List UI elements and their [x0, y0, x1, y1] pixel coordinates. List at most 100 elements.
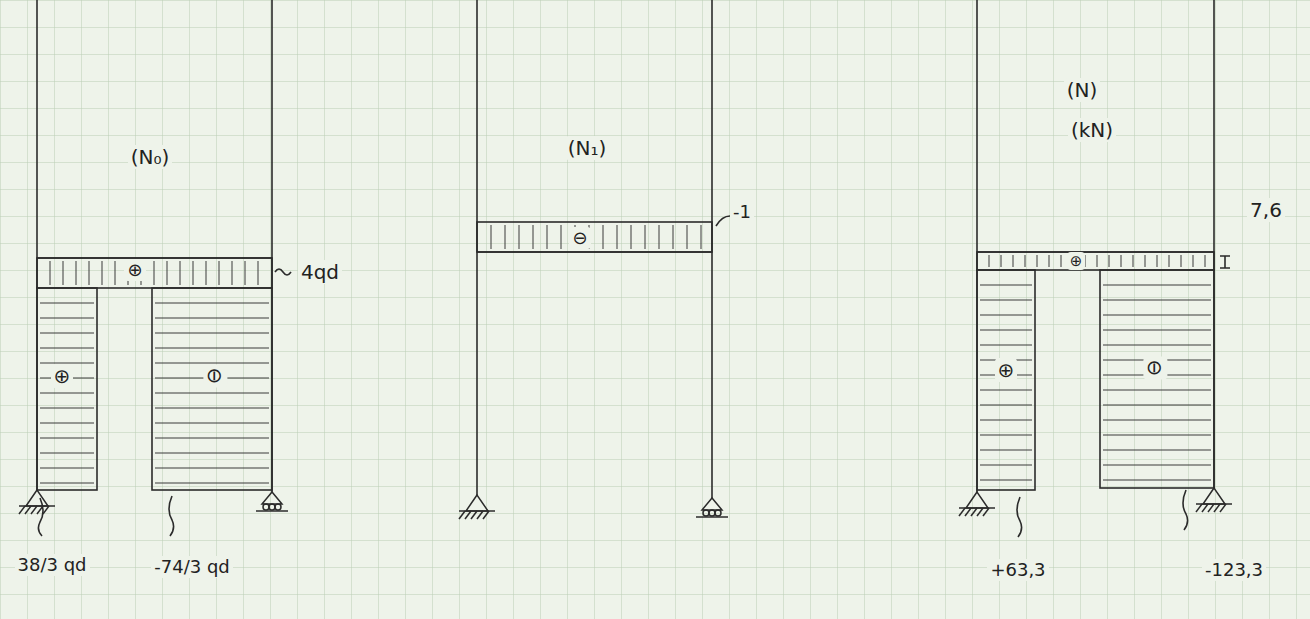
hatch-line: [980, 285, 1032, 286]
roller-wheel: [709, 510, 715, 516]
hatch-line: [155, 348, 269, 349]
value-label: +63,3: [987, 559, 1048, 581]
hatch-line: [206, 261, 207, 285]
hatch-line: [1103, 300, 1211, 301]
hatch-line: [645, 225, 646, 249]
supports: [19, 488, 1232, 519]
frames: [37, 0, 1230, 537]
roller-wheel: [275, 504, 281, 510]
ground-hatch: [965, 508, 971, 516]
pin-support: [959, 492, 995, 516]
hatch-line: [180, 261, 181, 285]
hatch-line: [980, 480, 1032, 481]
ground-hatch: [1208, 504, 1214, 512]
hatch-line: [1103, 285, 1211, 286]
ground-hatch: [471, 511, 477, 519]
sign-symbol: ⊕: [995, 358, 1018, 382]
pin-support: [1196, 488, 1232, 512]
hatch-line: [155, 393, 269, 394]
hatch-line: [603, 225, 604, 249]
hatch-line: [561, 225, 562, 249]
hatch-line: [491, 225, 492, 249]
support-triangle: [966, 492, 988, 508]
value-tick: [1220, 256, 1230, 268]
hatch-line: [519, 225, 520, 249]
hatch-line: [980, 420, 1032, 421]
hatch-line: [1037, 255, 1038, 267]
hatch-line: [1205, 255, 1206, 267]
hatch-line: [533, 225, 534, 249]
support-triangle: [466, 495, 488, 511]
pin-support: [19, 490, 55, 514]
hatch-line: [245, 261, 246, 285]
hatch-line: [1049, 255, 1050, 267]
diagram-band: [37, 258, 272, 288]
leader-line: [716, 216, 730, 226]
ground-hatch: [37, 506, 43, 514]
hatch-line: [76, 261, 77, 285]
leader-line: [38, 498, 43, 536]
hatch-line: [980, 405, 1032, 406]
ground-hatch: [959, 508, 965, 516]
hatch-line: [701, 225, 702, 249]
hatch-line: [155, 483, 269, 484]
hatch-line: [1001, 255, 1002, 267]
hatch-line: [1133, 255, 1134, 267]
ground-hatch: [1196, 504, 1202, 512]
leader-line: [1183, 490, 1188, 530]
hatch-line: [505, 225, 506, 249]
hatch-line: [40, 453, 94, 454]
hatch-line: [155, 408, 269, 409]
hatch-line: [1061, 255, 1062, 267]
ground-hatch: [1202, 504, 1208, 512]
hatch-line: [1181, 255, 1182, 267]
value-label: 4qd: [298, 260, 342, 284]
ground-hatch: [971, 508, 977, 516]
ground-hatch: [31, 506, 37, 514]
hatch-line: [155, 438, 269, 439]
ground-line: [256, 510, 288, 512]
support-triangle: [262, 492, 282, 504]
diagram-band: [977, 270, 1035, 490]
ground-hatch: [477, 511, 483, 519]
hatch-line: [40, 303, 94, 304]
hatch-line: [980, 315, 1032, 316]
hatch-line: [1103, 405, 1211, 406]
hatch-line: [89, 261, 90, 285]
hatch-line: [155, 333, 269, 334]
hatch-line: [980, 435, 1032, 436]
support-triangle: [1203, 488, 1225, 504]
ground-hatch: [25, 506, 31, 514]
hatch-line: [155, 318, 269, 319]
diagram-band: [152, 288, 272, 490]
hatch-line: [102, 261, 103, 285]
hatch-line: [40, 438, 94, 439]
hatch-line: [1193, 255, 1194, 267]
hatch-line: [155, 468, 269, 469]
diagram-title: (N₀): [128, 145, 173, 169]
hatch-line: [258, 261, 259, 285]
ground-hatch: [459, 511, 465, 519]
pin-support: [459, 495, 495, 519]
hatch-line: [40, 408, 94, 409]
sign-symbol: ⊖: [1143, 357, 1167, 380]
hatch-line: [155, 423, 269, 424]
hatch-line: [989, 255, 990, 267]
hatch-line: [631, 225, 632, 249]
hatch-line: [1103, 465, 1211, 466]
hatch-line: [40, 318, 94, 319]
hatch-line: [1103, 435, 1211, 436]
ground-hatch: [977, 508, 983, 516]
diagram-band: [477, 222, 712, 252]
roller-wheel: [715, 510, 721, 516]
value-label: -1: [730, 201, 754, 223]
hatch-line: [980, 390, 1032, 391]
hatch-line: [1103, 345, 1211, 346]
roller-support: [696, 498, 728, 517]
hatch-line: [980, 345, 1032, 346]
hatch-line: [659, 225, 660, 249]
hatching: [40, 225, 1211, 483]
